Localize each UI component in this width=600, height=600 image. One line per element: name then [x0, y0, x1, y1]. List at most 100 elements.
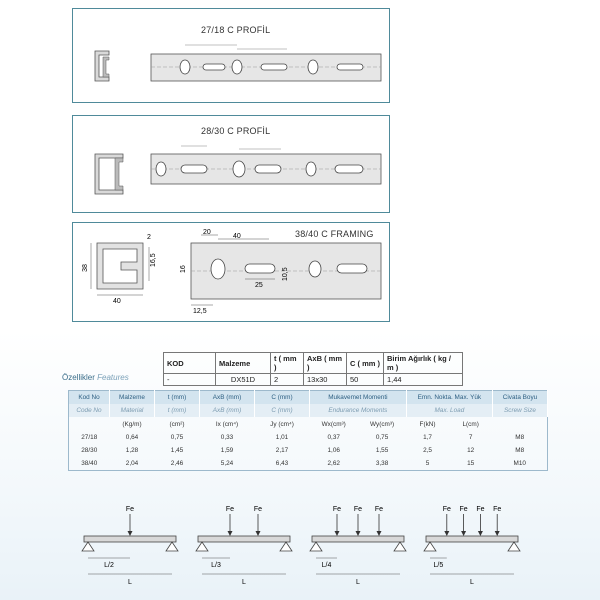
length-label: L [470, 579, 474, 586]
specs-header-en-cell: Code No [68, 404, 110, 417]
spec-cell: 1,7 [423, 434, 432, 441]
force-label: Fe [476, 506, 484, 513]
table-row: 28/30 1,28 1,45 1,59 2,17 1,06 1,55 2,5 … [69, 444, 548, 457]
panel-title: 38/40 C FRAMING [295, 229, 374, 239]
dim-12-5: 12,5 [193, 308, 207, 315]
length-label: L [242, 579, 246, 586]
force-label: Fe [493, 506, 501, 513]
force-arrow-head [376, 531, 382, 536]
spec-cell: M10 [513, 460, 526, 467]
spec-cell: 1,01 [275, 434, 289, 441]
kod-header: Malzeme [215, 352, 271, 374]
kod-table: KOD Malzeme t ( mm ) AxB ( mm ) C ( mm )… [163, 352, 463, 386]
kod-row: - DX51D 2 13x30 50 1,44 [163, 373, 463, 386]
force-arrow-head [444, 531, 450, 536]
features-label: Özellikler Features [62, 373, 129, 382]
beam [197, 535, 291, 543]
slot-hole [254, 164, 282, 174]
features-label-tr: Özellikler [62, 373, 95, 382]
round-hole [232, 160, 246, 178]
support-left [423, 541, 437, 552]
slot-hole [336, 263, 368, 274]
force-arrow-head [355, 531, 361, 536]
specs-header-en-cell: Endurance Moments [309, 404, 407, 417]
unit-cell: Ix (cm⁴) [215, 420, 239, 428]
beam [83, 535, 177, 543]
kod-header: C ( mm ) [346, 352, 384, 374]
specs-header: Kod No [68, 390, 110, 404]
table-row: 27/18 0,64 0,75 0,33 1,01 0,37 0,75 1,7 … [69, 431, 548, 444]
spec-cell: 1,28 [125, 447, 139, 454]
spec-cell: 27/18 [81, 434, 98, 441]
round-hole [210, 258, 226, 280]
slot-hole [180, 164, 208, 174]
profile-panel-28-30: 28/30 C PROFİL [72, 115, 390, 213]
c-section-shape [94, 50, 110, 82]
beam [425, 535, 519, 543]
profile-28-30-drawing [94, 145, 382, 195]
spec-cell: 5 [425, 460, 430, 467]
force-label: Fe [354, 506, 362, 513]
dim-40: 40 [113, 298, 121, 305]
force-label: Fe [126, 506, 134, 513]
force-label: Fe [254, 506, 262, 513]
kod-cell: 50 [346, 373, 384, 386]
round-hole [155, 161, 167, 177]
dim-38: 38 [82, 264, 89, 272]
dim-40b: 40 [233, 233, 241, 240]
slot-hole [334, 164, 364, 174]
spec-cell: M8 [515, 447, 525, 454]
specs-header: t (mm) [154, 390, 200, 404]
span-label: L/5 [434, 562, 444, 569]
kod-cell: - [163, 373, 216, 386]
support-right [165, 541, 179, 552]
round-hole [231, 59, 243, 75]
force-arrow-head [227, 531, 233, 536]
support-left [81, 541, 95, 552]
span-label: L/2 [104, 562, 114, 569]
specs-header-en-cell: Material [109, 404, 155, 417]
spec-cell: 38/40 [81, 460, 98, 467]
length-label: L [128, 579, 132, 586]
dim-25: 25 [255, 282, 263, 289]
force-label: Fe [226, 506, 234, 513]
spec-cell: 2,62 [327, 460, 340, 467]
features-label-en: Features [97, 373, 129, 382]
support-left [195, 541, 209, 552]
specs-units-row: (Kg/m) (cm²) Ix (cm⁴) Jy (cm⁴) Wx(cm³) W… [69, 417, 548, 431]
round-hole [308, 260, 322, 278]
specs-header: Malzeme [109, 390, 155, 404]
specs-header-en-cell: Screw Size [492, 404, 548, 417]
spec-cell: 6,43 [275, 460, 289, 467]
spec-cell: M8 [515, 434, 525, 441]
spec-cell: 1,06 [327, 447, 340, 454]
specs-header-tr: Kod No Malzeme t (mm) AxB (mm) C (mm) Mu… [68, 390, 548, 404]
support-left [309, 541, 323, 552]
unit-cell: Wx(cm³) [321, 420, 346, 428]
spec-cell: 2,5 [423, 447, 432, 454]
kod-header: t ( mm ) [270, 352, 304, 374]
panel-title: 27/18 C PROFİL [201, 25, 271, 35]
force-label: Fe [333, 506, 341, 513]
profile-38-40-drawing: 38 2 16,5 40 20 40 16 25 10,5 12,5 [82, 229, 382, 315]
spec-cell: 3,38 [375, 460, 389, 467]
profile-panel-27-18: 27/18 C PROFİL [72, 8, 390, 103]
force-arrow-head [494, 531, 500, 536]
table-row: 38/40 2,04 2,46 5,24 6,43 2,62 3,38 5 15… [69, 457, 548, 471]
specs-header: Emn. Nokta. Max. Yük [406, 390, 494, 404]
support-right [279, 541, 293, 552]
kod-header-row: KOD Malzeme t ( mm ) AxB ( mm ) C ( mm )… [163, 352, 463, 374]
dim-20: 20 [203, 229, 211, 236]
specs-header: AxB (mm) [199, 390, 255, 404]
spec-cell: 0,75 [170, 434, 184, 441]
dim-2: 2 [147, 234, 151, 241]
force-arrow-head [334, 531, 340, 536]
unit-cell: (cm²) [169, 420, 185, 428]
force-label: Fe [443, 506, 451, 513]
profile-panel-38-40: 38/40 C FRAMING 38 2 16,5 40 20 40 16 25… [72, 222, 390, 322]
force-label: Fe [460, 506, 468, 513]
unit-cell [69, 417, 110, 431]
specs-header-en-cell: C (mm) [254, 404, 310, 417]
spec-cell: 1,55 [375, 447, 389, 454]
